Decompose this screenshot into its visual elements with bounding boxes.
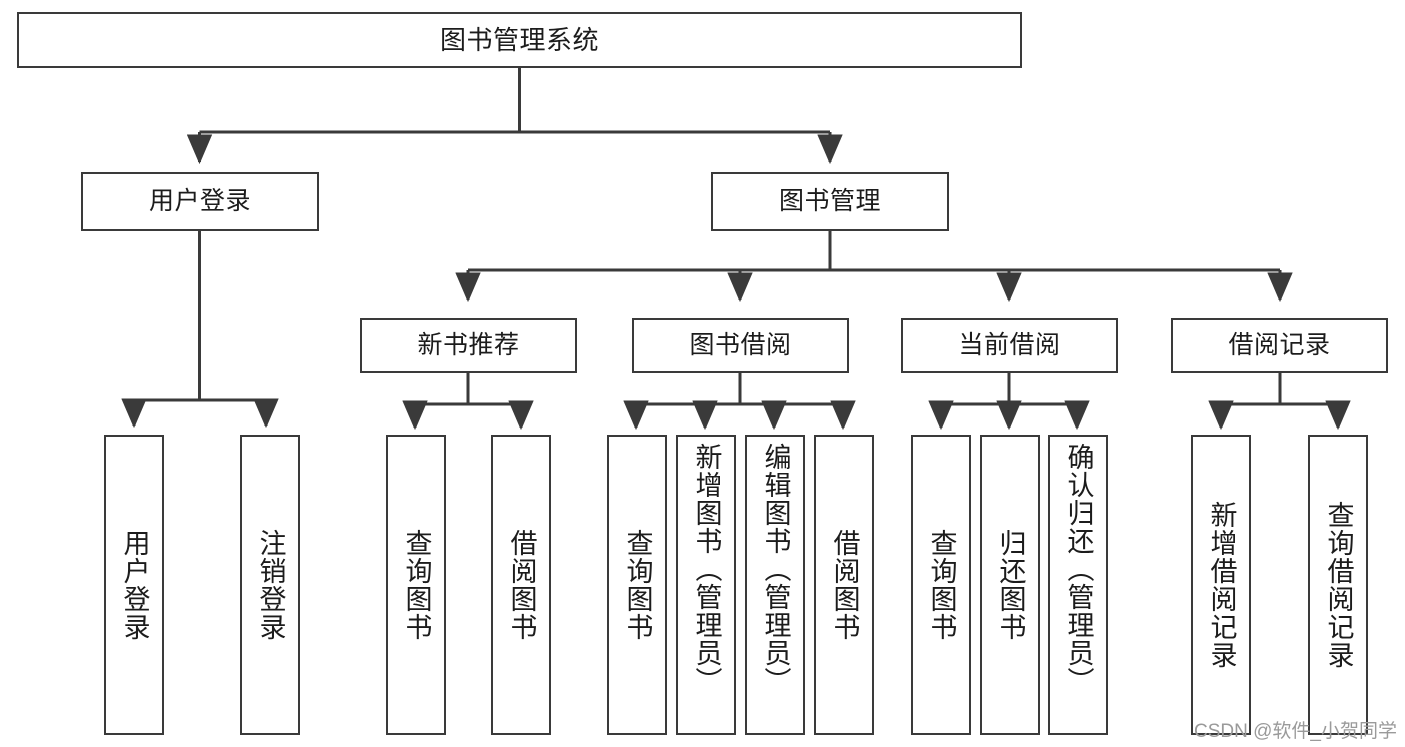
csdn-watermark: CSDN @软件_小贺同学: [1194, 721, 1397, 742]
node-book-management[interactable]: 图书管理: [711, 172, 949, 231]
leaf-add-book-admin[interactable]: 新增图书（管理员）: [676, 435, 736, 735]
node-label: 图书借阅: [689, 330, 792, 359]
node-label: 借阅图书: [829, 529, 860, 641]
node-label: 借阅记录: [1228, 330, 1331, 359]
node-label: 新增借阅记录: [1206, 501, 1237, 669]
leaf-query-book-borrow[interactable]: 查询图书: [607, 435, 667, 735]
node-label: 编辑图书（管理员）: [760, 443, 791, 695]
node-label: 查询图书: [622, 529, 653, 641]
node-label: 新增图书（管理员）: [691, 443, 722, 695]
node-label: 借阅图书: [506, 529, 537, 641]
leaf-logout-login[interactable]: 注销登录: [240, 435, 300, 735]
node-label: 当前借阅: [958, 330, 1061, 359]
node-book-borrow[interactable]: 图书借阅: [632, 318, 849, 373]
leaf-add-borrow-record[interactable]: 新增借阅记录: [1191, 435, 1251, 735]
leaf-query-book-current[interactable]: 查询图书: [911, 435, 971, 735]
leaf-return-book[interactable]: 归还图书: [980, 435, 1040, 735]
node-label: 查询图书: [926, 529, 957, 641]
node-label: 图书管理: [778, 186, 881, 215]
leaf-confirm-return-admin[interactable]: 确认归还（管理员）: [1048, 435, 1108, 735]
node-book-management-system[interactable]: 图书管理系统: [17, 12, 1022, 68]
node-label: 确认归还（管理员）: [1063, 443, 1094, 695]
leaf-borrow-book-recommend[interactable]: 借阅图书: [491, 435, 551, 735]
node-label: 查询借阅记录: [1323, 501, 1354, 669]
node-new-book-recommend[interactable]: 新书推荐: [360, 318, 577, 373]
node-label: 图书管理系统: [439, 24, 599, 55]
node-label: 新书推荐: [417, 330, 520, 359]
leaf-borrow-book-borrow[interactable]: 借阅图书: [814, 435, 874, 735]
leaf-edit-book-admin[interactable]: 编辑图书（管理员）: [745, 435, 805, 735]
node-borrow-record[interactable]: 借阅记录: [1171, 318, 1388, 373]
leaf-user-login[interactable]: 用户登录: [104, 435, 164, 735]
node-label: 注销登录: [255, 529, 286, 641]
node-label: 归还图书: [995, 529, 1026, 641]
leaf-query-borrow-record[interactable]: 查询借阅记录: [1308, 435, 1368, 735]
node-label: 用户登录: [119, 529, 150, 641]
node-user-login[interactable]: 用户登录: [81, 172, 319, 231]
leaf-query-book-recommend[interactable]: 查询图书: [386, 435, 446, 735]
node-label: 查询图书: [401, 529, 432, 641]
node-label: 用户登录: [148, 186, 251, 215]
node-current-borrow[interactable]: 当前借阅: [901, 318, 1118, 373]
